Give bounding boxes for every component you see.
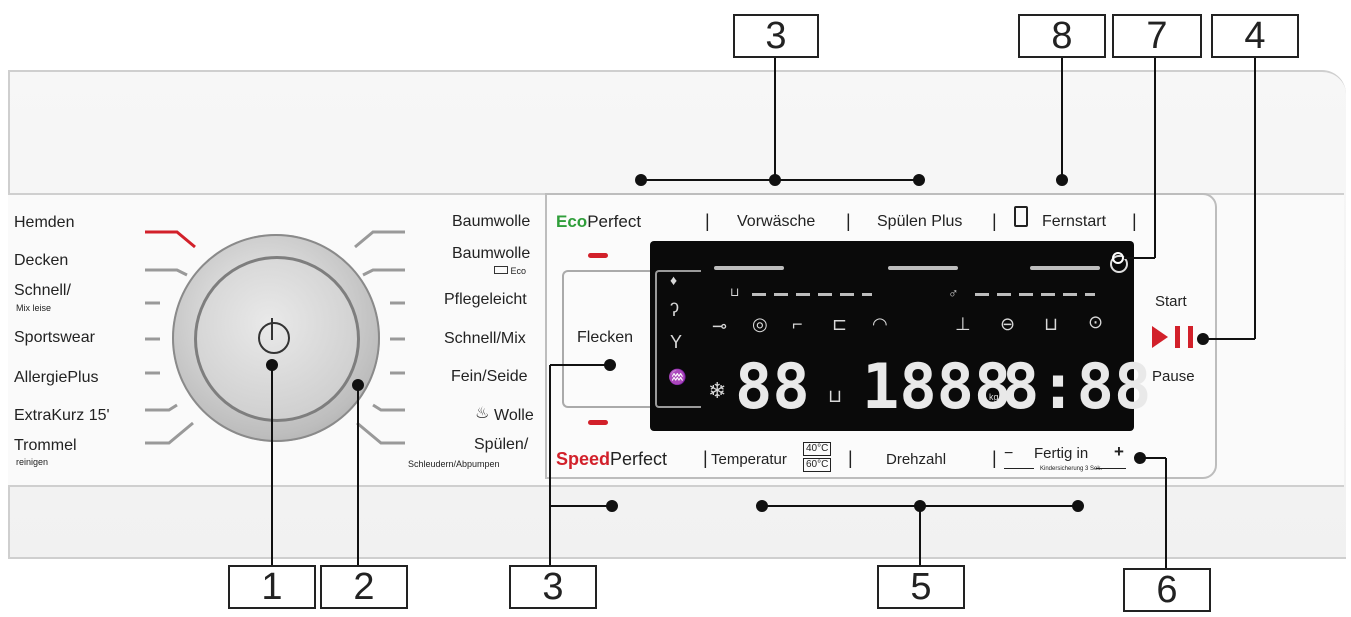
program-pflegeleicht: Pflegeleicht xyxy=(444,291,527,308)
temp-40-label: 40°C xyxy=(803,442,832,456)
program-trommel-sub: reinigen xyxy=(16,457,49,467)
water-level-icon: ⊔ xyxy=(828,386,843,406)
lcd-display xyxy=(650,241,1134,431)
program-trommel: Trommel xyxy=(14,437,77,454)
callout-8: 8 xyxy=(1018,14,1106,58)
callout-3-bottom: 3 xyxy=(509,565,597,609)
program-baumwolle-eco-sub: Eco xyxy=(494,266,526,276)
speedperfect-button[interactable]: SpeedPerfect xyxy=(556,450,667,468)
temp-digits: 88 xyxy=(735,350,810,423)
tub-level-icon: ⊔ xyxy=(730,285,740,299)
child-lock-arrow-right xyxy=(1096,468,1126,469)
callout-3-top: 3 xyxy=(733,14,819,58)
pause-label: Pause xyxy=(1152,368,1195,385)
child-lock-arrow-left xyxy=(1004,468,1034,469)
lcd-dashes-left xyxy=(752,293,872,296)
separator: | xyxy=(846,211,851,231)
time-digits: 8:88 xyxy=(1002,350,1152,423)
power-icon-bar xyxy=(271,318,273,340)
fernstart-button[interactable]: Fernstart xyxy=(1042,213,1107,230)
flecken-frame xyxy=(562,270,652,408)
drain-icon: ⊥ xyxy=(955,314,971,334)
speed-indicator-dash xyxy=(588,420,608,425)
wash-tub-icon: ⊔ xyxy=(1044,314,1059,334)
separator: | xyxy=(1132,211,1137,231)
program-fein-seide: Fein/Seide xyxy=(451,368,528,385)
program-schnell-mix-leise: Schnell/ xyxy=(14,282,71,299)
program-tick-marks xyxy=(145,230,405,445)
eco-text: Eco xyxy=(556,212,588,231)
program-spuelen-sub: Schleudern/Abpumpen xyxy=(408,459,500,469)
program-extrakurz: ExtraKurz 15' xyxy=(14,407,110,424)
water-tap-icon: ⌐ xyxy=(792,314,803,334)
fertig-plus-button[interactable]: + xyxy=(1114,442,1124,461)
lcd-bar-2 xyxy=(888,266,958,270)
pause-icon xyxy=(1175,326,1181,348)
callout-5: 5 xyxy=(877,565,965,609)
program-wolle: Wolle xyxy=(494,407,534,424)
callout-7: 7 xyxy=(1112,14,1202,58)
key-icon: ⊸ xyxy=(712,316,728,336)
tub-icon: ⊏ xyxy=(832,314,848,334)
kg-unit: kg xyxy=(989,392,999,402)
stain-icon-column xyxy=(655,270,701,408)
callout-6: 6 xyxy=(1123,568,1211,612)
wifi-icon: ◠ xyxy=(872,314,888,334)
separator: | xyxy=(703,448,708,468)
speed-text: Speed xyxy=(556,449,611,469)
spuelen-plus-button[interactable]: Spülen Plus xyxy=(877,213,963,230)
separator: | xyxy=(992,211,997,231)
speed-perfect-text: Perfect xyxy=(610,449,668,469)
ecoperfect-button[interactable]: EcoPerfect xyxy=(556,213,641,230)
program-hemden: Hemden xyxy=(14,214,75,231)
lcd-bar-3 xyxy=(1030,266,1100,270)
program-spuelen: Spülen/ xyxy=(474,436,529,453)
fertig-minus-button[interactable]: − xyxy=(1004,445,1014,462)
remote-start-icon xyxy=(1014,206,1028,227)
pause-icon-bar xyxy=(1187,326,1193,348)
eco-label-icon xyxy=(494,266,508,274)
prewash-icon: ⊖ xyxy=(1000,314,1016,334)
power-icon[interactable] xyxy=(258,322,290,354)
program-schnell-sub: Mix leise xyxy=(16,303,52,313)
vorwaesche-button[interactable]: Vorwäsche xyxy=(737,213,816,230)
separator: | xyxy=(992,448,997,468)
eco-indicator-dash xyxy=(588,253,608,258)
separator: | xyxy=(705,211,710,231)
child-lock-hint: Kindersicherung 3 Sek. xyxy=(1040,466,1103,472)
start-pause-button[interactable] xyxy=(1152,326,1193,348)
program-schnell-mix: Schnell/Mix xyxy=(444,330,526,347)
drum-icon: ◎ xyxy=(752,314,768,334)
flecken-button[interactable]: Flecken xyxy=(577,329,634,346)
stain-wine-icon: Y xyxy=(670,332,683,352)
callout-2: 2 xyxy=(320,565,408,609)
extra-rinse-icon: ♂ xyxy=(948,285,959,301)
callout-1: 1 xyxy=(228,565,316,609)
program-allergieplus: AllergiePlus xyxy=(14,369,99,386)
eco-perfect-text: Perfect xyxy=(587,212,642,231)
stain-drop-icon: ♦ xyxy=(670,272,678,288)
wool-icon: ♨ xyxy=(475,405,490,422)
spin-icon: ⊙ xyxy=(1088,312,1104,332)
separator: | xyxy=(848,448,853,468)
stain-food-icon: ♒ xyxy=(668,369,687,386)
lcd-dashes-right xyxy=(975,293,1095,296)
callout-4: 4 xyxy=(1211,14,1299,58)
temperatur-button[interactable]: Temperatur xyxy=(711,451,787,468)
stain-grass-icon: ʔ xyxy=(670,300,679,320)
lcd-dot-indicator xyxy=(1110,255,1128,273)
program-baumwolle-eco: Baumwolle xyxy=(452,245,531,262)
drehzahl-button[interactable]: Drehzahl xyxy=(886,451,947,468)
program-decken: Decken xyxy=(14,252,69,269)
play-icon xyxy=(1152,326,1168,348)
cold-icon: ❄ xyxy=(708,378,727,403)
spin-digits: 1888 xyxy=(862,350,1012,423)
fertig-in-label: Fertig in xyxy=(1034,445,1089,462)
program-baumwolle: Baumwolle xyxy=(452,213,531,230)
program-sportswear: Sportswear xyxy=(14,329,95,346)
lcd-bar-1 xyxy=(714,266,784,270)
temp-60-label: 60°C xyxy=(803,458,832,472)
start-label: Start xyxy=(1155,293,1187,310)
